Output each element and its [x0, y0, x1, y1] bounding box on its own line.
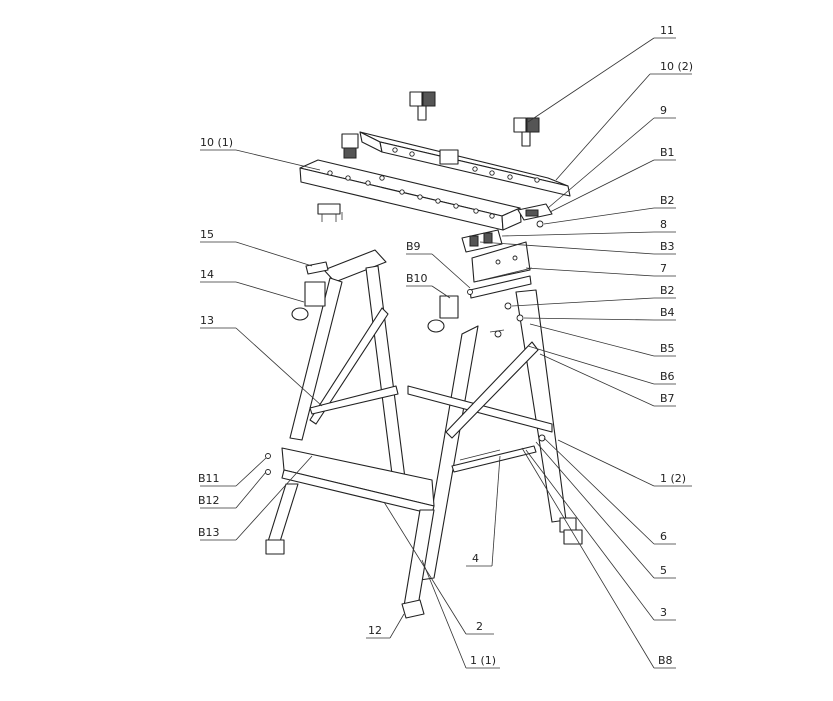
label-b2-top: B2 [660, 194, 675, 207]
lower-crossbeam [265, 447, 435, 607]
label-9: 9 [660, 104, 667, 117]
label-14: 14 [200, 268, 214, 281]
vice-jaw-front [299, 159, 522, 231]
leg-foot-left [265, 539, 285, 555]
leg-foot-right [559, 517, 583, 545]
label-15: 15 [200, 228, 214, 241]
label-b7: B7 [660, 392, 675, 405]
leader-lines [200, 37, 692, 669]
label-b2-mid: B2 [660, 284, 675, 297]
foot-cap-12 [401, 599, 425, 619]
label-b3: B3 [660, 240, 675, 253]
clamp-peg-left [409, 91, 436, 121]
label-6: 6 [660, 530, 667, 543]
label-b9: B9 [406, 240, 421, 253]
label-11: 11 [660, 24, 674, 37]
label-b8: B8 [658, 654, 673, 667]
label-1-2: 1 (2) [660, 472, 686, 485]
label-b12: B12 [198, 494, 220, 507]
label-8: 8 [660, 218, 667, 231]
label-b10: B10 [406, 272, 428, 285]
vice-jaw-back-holes [392, 147, 540, 183]
jaw-bracket-small [317, 203, 343, 222]
label-b13: B13 [198, 526, 220, 539]
label-1-1: 1 (1) [470, 654, 496, 667]
pivot-block [517, 203, 553, 221]
crank-handle-left [291, 281, 326, 321]
label-12: 12 [368, 624, 382, 637]
fasteners [265, 220, 546, 475]
label-13: 13 [200, 314, 214, 327]
label-b5: B5 [660, 342, 675, 355]
label-b11: B11 [198, 472, 220, 485]
clamp-peg-right [513, 117, 540, 147]
label-5: 5 [660, 564, 667, 577]
label-b4: B4 [660, 306, 675, 319]
label-b6: B6 [660, 370, 675, 383]
clamp-bracket [461, 229, 503, 253]
crank-handle-right [427, 295, 459, 333]
vice-jaw-front-holes [327, 170, 495, 219]
label-b1: B1 [660, 146, 675, 159]
label-7: 7 [660, 262, 667, 275]
right-frame [407, 289, 567, 581]
label-2: 2 [476, 620, 483, 633]
pivot-rod [469, 241, 533, 299]
label-10-2: 10 (2) [660, 60, 693, 73]
label-10-1: 10 (1) [200, 136, 233, 149]
label-4: 4 [472, 552, 479, 565]
part-labels: 11 10 (2) 9 B1 B2 8 B3 7 B2 B4 B5 B6 B7 … [198, 24, 693, 667]
label-3: 3 [660, 606, 667, 619]
label-plate [305, 261, 329, 275]
